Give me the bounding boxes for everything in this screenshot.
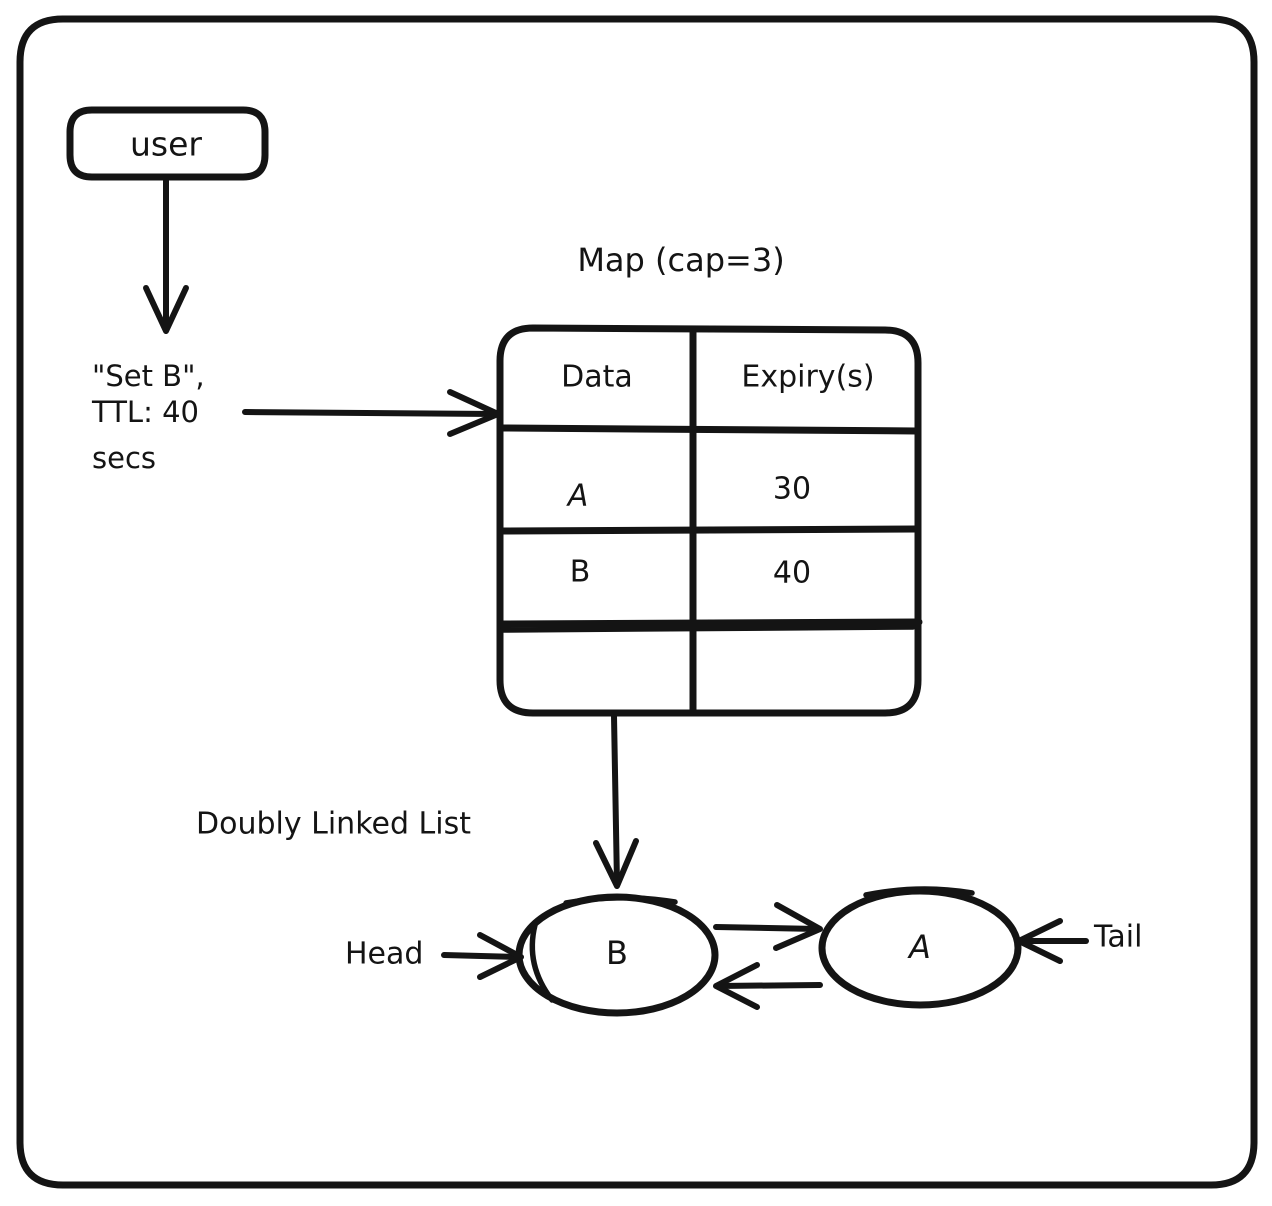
linked-list-label: Doubly Linked List <box>196 807 471 842</box>
map-row: A 30 <box>566 472 811 514</box>
list-node-b[interactable]: B <box>515 893 719 1017</box>
request-line-1: "Set B", <box>92 359 205 393</box>
map-column-header-data: Data <box>561 360 633 395</box>
request-label: "Set B", TTL: 40 secs <box>91 359 205 475</box>
map-header-divider <box>497 424 921 435</box>
map-table <box>496 324 923 717</box>
user-node[interactable]: user <box>66 106 269 181</box>
map-cell-data-0: A <box>566 479 589 514</box>
map-header-row: Data Expiry(s) <box>561 360 874 395</box>
user-label: user <box>130 125 202 164</box>
head-label: Head <box>345 937 423 972</box>
map-cell-expiry-0: 30 <box>773 472 811 507</box>
request-line-3: secs <box>92 441 156 475</box>
map-title: Map (cap=3) <box>577 241 784 279</box>
list-node-a[interactable]: A <box>818 886 1022 1009</box>
arrow-left-icon-tail <box>1016 918 1089 964</box>
map-row-divider-2 <box>497 618 923 628</box>
arrow-right-icon-request-to-map <box>242 389 501 437</box>
map-row: B 40 <box>570 555 811 591</box>
map-column-header-expiry: Expiry(s) <box>741 360 874 395</box>
request-line-2: TTL: 40 <box>91 395 199 429</box>
arrow-right-icon-head <box>441 932 524 980</box>
map-cell-data-1: B <box>570 555 591 590</box>
outer-frame <box>16 15 1258 1189</box>
map-row-divider-1 <box>497 525 921 535</box>
arrow-right-icon-forward <box>713 902 823 951</box>
list-node-b-label: B <box>606 934 628 972</box>
tail-label: Tail <box>1093 920 1142 955</box>
map-row-divider-2b <box>500 624 916 633</box>
arrow-down-icon-map-to-list <box>593 713 639 889</box>
list-node-a-label: A <box>907 928 931 966</box>
arrow-left-icon-backward <box>713 962 823 1010</box>
arrow-down-icon-user-to-request <box>143 175 189 334</box>
map-cell-expiry-1: 40 <box>773 556 811 591</box>
